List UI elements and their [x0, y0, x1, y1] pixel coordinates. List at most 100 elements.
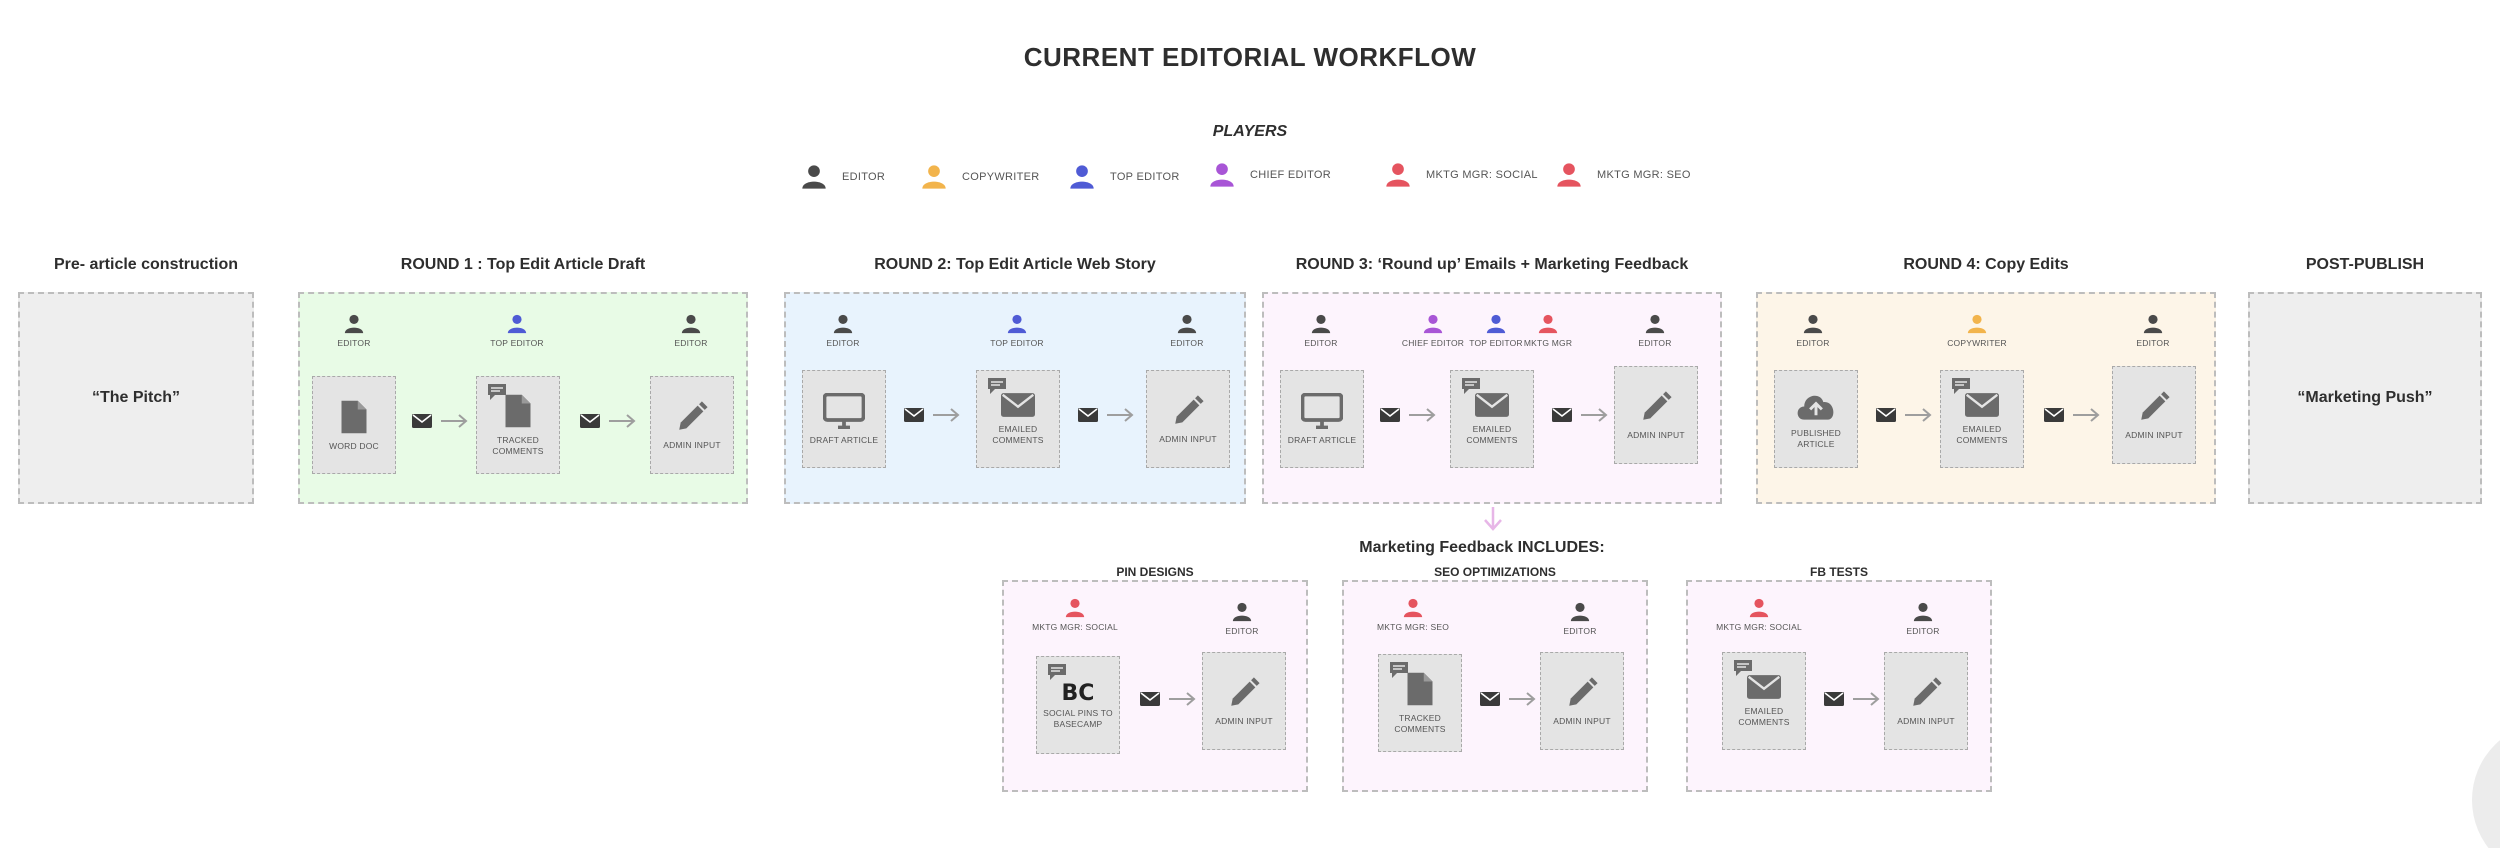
step-label: ADMIN INPUT: [2125, 429, 2183, 440]
person-label: COPYWRITER: [1947, 338, 2007, 348]
comment-icon: [1734, 660, 1752, 676]
arrow-right-icon: [1581, 408, 1608, 422]
step-label: ADMIN INPUT: [1215, 715, 1273, 726]
editor-person-icon: [833, 314, 853, 334]
pin-person-mktg-social: MKTG MGR: SOCIAL: [1030, 596, 1120, 632]
step-label: DRAFT ARTICLE: [1287, 434, 1357, 445]
mail-icon: [1380, 408, 1400, 422]
arrow-right-icon: [1169, 692, 1196, 706]
round3-heading: ROUND 3: ‘Round up’ Emails + Marketing F…: [1295, 256, 1689, 273]
editor-person-icon: [1177, 314, 1197, 334]
seo-heading: SEO OPTIMIZATIONS: [1434, 565, 1556, 579]
step-label: TRACKED COMMENTS: [1394, 713, 1446, 734]
step-label: EMAILED COMMENTS: [1956, 424, 2008, 445]
arrow-right-icon: [933, 408, 960, 422]
step-label: ADMIN INPUT: [1627, 429, 1685, 440]
round2-connector-2: [1078, 408, 1134, 422]
pin-person-editor: EDITOR: [1197, 600, 1287, 636]
round1-connector-2: [580, 414, 636, 428]
copywriter-person-icon: [922, 165, 946, 189]
person-label: EDITOR: [1563, 626, 1597, 636]
fb-tests-heading: FB TESTS: [1809, 565, 1868, 579]
step-label: ADMIN INPUT: [1897, 715, 1955, 726]
pencil-icon: [2141, 390, 2170, 420]
legend-label: CHIEF EDITOR: [1250, 169, 1332, 181]
monitor-icon: [823, 392, 865, 429]
fb-step-admin-input: ADMIN INPUT: [1884, 652, 1968, 750]
round1-step-tracked-comments: TRACKED COMMENTS: [476, 376, 560, 474]
seo-step-admin-input: ADMIN INPUT: [1540, 652, 1624, 750]
legend-label: TOP EDITOR: [1110, 171, 1180, 183]
players-heading: PLAYERS: [1212, 123, 1288, 140]
legend-label: EDITOR: [842, 171, 886, 183]
legend-editor: EDITOR: [800, 162, 885, 192]
person-label: TOP EDITOR: [1469, 338, 1523, 348]
basecamp-logo: BC: [1061, 680, 1095, 706]
round3-step-draft-article: DRAFT ARTICLE: [1280, 370, 1364, 468]
round3-person-top-editor: TOP EDITOR: [1466, 312, 1526, 348]
round1-heading: ROUND 1 : Top Edit Article Draft: [400, 256, 646, 273]
round3-person-chief-editor: CHIEF EDITOR: [1398, 312, 1468, 348]
envelope-icon: [1475, 393, 1509, 417]
pin-connector: [1140, 692, 1196, 706]
comment-icon: [988, 378, 1006, 394]
round3-person-mktg-mgr: MKTG MGR: [1520, 312, 1576, 348]
round2-person-editor-2: EDITOR: [1142, 312, 1232, 348]
round3-step-admin-input: ADMIN INPUT: [1614, 366, 1698, 464]
pre-heading: Pre- article construction: [53, 256, 239, 273]
editor-person-icon: [681, 314, 701, 334]
mail-icon: [412, 414, 432, 428]
step-label: EMAILED COMMENTS: [1738, 706, 1790, 727]
seo-panel: MKTG MGR: SEO EDITOR TRACKED COMMENTS AD…: [1342, 580, 1648, 792]
editor-person-icon: [1645, 314, 1665, 334]
arrow-right-icon: [1107, 408, 1134, 422]
corner-circle-decoration: [2472, 740, 2500, 848]
round4-person-copywriter: COPYWRITER: [1932, 312, 2022, 348]
legend-label: MKTG MGR: SOCIAL: [1426, 169, 1538, 181]
pencil-icon: [1231, 676, 1260, 706]
mail-icon: [904, 408, 924, 422]
mktg-social-person-icon: [1065, 598, 1085, 618]
mktg-mgr-person-icon: [1538, 314, 1558, 334]
legend-mktg-seo: MKTG MGR: SEO: [1555, 160, 1691, 190]
person-label: EDITOR: [1170, 338, 1204, 348]
step-label: SOCIAL PINS TO BASECAMP: [1043, 707, 1113, 729]
comment-icon: [1952, 378, 1970, 394]
seo-step-tracked-comments: TRACKED COMMENTS: [1378, 654, 1462, 752]
mail-icon: [1078, 408, 1098, 422]
step-label: PUBLISHED ARTICLE: [1791, 428, 1841, 449]
round4-heading: ROUND 4: Copy Edits: [1903, 256, 2069, 273]
arrow-right-icon: [609, 414, 636, 428]
pin-designs-panel: MKTG MGR: SOCIAL EDITOR BC SOCIAL PINS T…: [1002, 580, 1308, 792]
round3-connector-2: [1552, 408, 1608, 422]
document-icon: [341, 400, 367, 433]
comment-icon: [488, 384, 506, 400]
post-heading: POST-PUBLISH: [2305, 256, 2425, 273]
person-label: EDITOR: [1638, 338, 1672, 348]
mail-icon: [1480, 692, 1500, 706]
page-title: CURRENT EDITORIAL WORKFLOW: [1023, 42, 1477, 72]
marketing-push-panel: “Marketing Push”: [2248, 292, 2482, 504]
person-label: MKTG MGR: SOCIAL: [1032, 622, 1118, 632]
legend-label: COPYWRITER: [962, 171, 1040, 183]
cloud-upload-icon: [1797, 395, 1834, 420]
arrow-right-icon: [1409, 408, 1436, 422]
round2-heading: ROUND 2: Top Edit Article Web Story: [874, 256, 1156, 273]
copywriter-person-icon: [1967, 314, 1987, 334]
round1-connector-1: [412, 414, 468, 428]
pencil-icon: [1175, 394, 1204, 424]
round4-person-editor: EDITOR: [1768, 312, 1858, 348]
round2-step-emailed-comments: EMAILED COMMENTS: [976, 370, 1060, 468]
arrow-right-icon: [2073, 408, 2100, 422]
envelope-icon: [1965, 393, 1999, 417]
editor-person-icon: [1913, 602, 1933, 622]
fb-person-mktg-social: MKTG MGR: SOCIAL: [1714, 596, 1804, 632]
fb-connector: [1824, 692, 1880, 706]
round4-connector-2: [2044, 408, 2100, 422]
mail-icon: [1140, 692, 1160, 706]
person-label: CHIEF EDITOR: [1401, 338, 1465, 348]
top-editor-person-icon: [507, 314, 527, 334]
arrow-right-icon: [441, 414, 468, 428]
round4-step-published-article: PUBLISHED ARTICLE: [1774, 370, 1858, 468]
round4-step-admin-input: ADMIN INPUT: [2112, 366, 2196, 464]
